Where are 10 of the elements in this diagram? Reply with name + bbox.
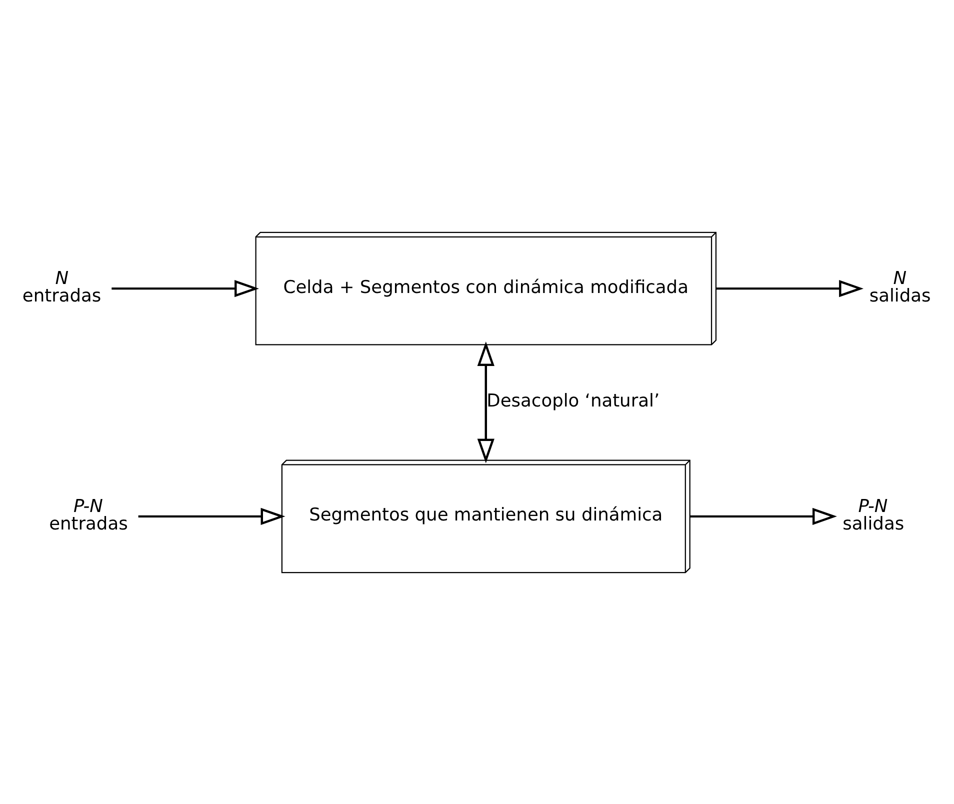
arrow (716, 280, 864, 297)
arrow (477, 341, 494, 463)
edge-label: Desacoplo ‘natural’ (486, 390, 660, 412)
arrow (112, 280, 259, 297)
node-text: N entradas (22, 267, 102, 306)
arrow (138, 507, 286, 524)
arrow (690, 507, 837, 524)
node-text: P-N entradas (49, 495, 128, 534)
node-text: P-N salidas (842, 495, 904, 534)
node-text: N salidas (869, 267, 931, 306)
